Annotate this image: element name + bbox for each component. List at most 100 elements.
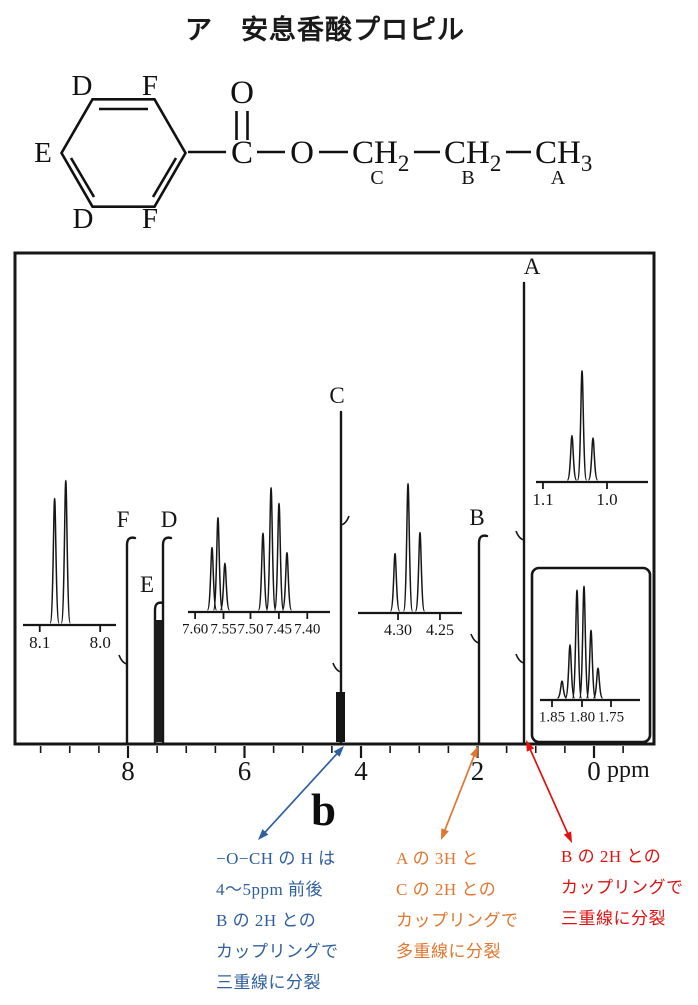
peak-letter-label: E — [140, 572, 154, 597]
arrow-red — [526, 740, 572, 843]
inset-tick-label: 8.0 — [90, 633, 111, 652]
ring-label-bottom-right: F — [142, 203, 158, 235]
peak-letter-label: F — [117, 507, 130, 532]
inset-tick-label: 1.75 — [598, 709, 624, 725]
integral-hook — [470, 633, 480, 644]
inset-peak — [281, 552, 293, 611]
axis-unit-label: ppm — [607, 757, 650, 783]
arrowhead — [470, 746, 478, 758]
annotation-line: 三重線に分裂 — [561, 909, 666, 928]
annotation-b-multiplet: A の 3H と C の 2H との カップリングで 多重線に分裂 — [396, 843, 519, 967]
arrow-line — [528, 746, 570, 837]
annotation-line: −O−CH の H は — [216, 849, 336, 868]
arrowhead — [563, 831, 572, 843]
axis-tick-label: 6 — [238, 756, 252, 786]
inset-ortho-8.1-8.0: 8.1 8.0 — [23, 479, 116, 652]
inset-tick-label: 8.1 — [29, 633, 50, 652]
inset-peak — [206, 546, 218, 611]
chain-label-b: B — [461, 167, 474, 189]
inset-peak — [587, 437, 599, 481]
inset-peak — [557, 680, 567, 699]
inset-tick-label: 1.80 — [569, 709, 595, 725]
inset-peak — [60, 479, 72, 624]
carbonyl-oxygen: O — [230, 75, 254, 111]
annotation-arrows — [258, 740, 572, 843]
peak-line — [477, 534, 489, 745]
chain-label-a: A — [551, 167, 566, 189]
annotation-a-triplet: B の 2H との カップリングで 三重線に分裂 — [561, 841, 684, 934]
annotation-line: B の 2H との — [561, 847, 662, 866]
inset-peak — [564, 643, 576, 699]
nmr-peak-E: E — [140, 572, 165, 745]
annotation-och-triplet: −O−CH の H は 4〜5ppm 前後 B の 2H との カップリングで … — [216, 843, 339, 998]
ring-label-top-left: D — [72, 70, 93, 102]
inset-och2-4.30-4.25: 4.30 4.25 — [358, 482, 462, 639]
inset-tick-label: 4.25 — [426, 622, 454, 639]
peak-line — [153, 601, 165, 745]
annotation-line: カップリングで — [216, 942, 339, 961]
annotation-line: 4〜5ppm 前後 — [216, 880, 323, 899]
ring-label-bottom-left: D — [73, 203, 94, 235]
arrow-line — [262, 750, 340, 836]
inset-peak — [389, 552, 401, 612]
inset-tick-label: 1.1 — [532, 490, 553, 509]
annotation-line: C の 2H との — [396, 880, 497, 899]
annotation-line: A の 3H と — [396, 849, 479, 868]
ring-label-top-right: F — [142, 70, 158, 102]
ring-label-left: E — [34, 137, 52, 169]
molecule-structure — [59, 98, 531, 208]
integral-hook — [515, 653, 525, 664]
chain-label-c: C — [370, 167, 383, 189]
annotation-line: 三重線に分裂 — [216, 973, 321, 992]
nmr-peak-D: D — [154, 507, 178, 745]
peak-overlap-band — [154, 620, 164, 742]
axis-tick-label: 4 — [354, 756, 368, 786]
arrowhead — [441, 828, 449, 840]
inset-tick-label: 7.50 — [237, 621, 263, 637]
inset-peak — [592, 667, 604, 699]
ester-oxygen: O — [290, 135, 314, 171]
peak-letter-label: C — [329, 383, 344, 408]
inset-peak — [219, 562, 231, 611]
inset-peak — [585, 629, 597, 699]
inset-tick-label: 7.55 — [210, 621, 236, 637]
annotation-line: B の 2H との — [216, 911, 317, 930]
inset-tick-label: 1.85 — [539, 709, 565, 725]
inset-tick-label: 7.60 — [182, 621, 208, 637]
inset-peak — [257, 532, 269, 611]
nmr-peak-A: A — [515, 254, 541, 745]
inset-peak — [49, 497, 60, 624]
nmr-peak-C: C — [329, 383, 350, 745]
arrowhead — [526, 740, 535, 752]
inset-peak — [265, 487, 277, 611]
benzene-ring — [59, 98, 188, 208]
spectrum-frame — [13, 251, 656, 746]
inset-tick-label: 7.40 — [294, 621, 320, 637]
axis-tick-label: 2 — [471, 756, 485, 786]
inset-tick-label: 7.45 — [266, 621, 292, 637]
subfigure-label: b — [311, 785, 337, 835]
peak-line — [161, 536, 173, 745]
inset-peak — [402, 482, 414, 612]
arrow-orange — [441, 746, 478, 840]
arrow-blue — [258, 746, 344, 840]
peak-letter-label: A — [524, 254, 541, 279]
nmr-peak-B: B — [469, 505, 489, 745]
annotation-line: カップリングで — [561, 878, 684, 897]
inset-tick-label: 4.30 — [384, 622, 412, 639]
inset-box — [530, 566, 652, 744]
integral-hook — [332, 662, 342, 673]
integral-hook — [118, 654, 128, 665]
arrowhead — [333, 746, 344, 757]
peak-letter-label: D — [161, 507, 178, 532]
inset-peak — [571, 589, 583, 699]
axis-tick-label: 8 — [121, 756, 135, 786]
inset-peak — [273, 502, 285, 611]
arrowhead — [258, 829, 269, 840]
